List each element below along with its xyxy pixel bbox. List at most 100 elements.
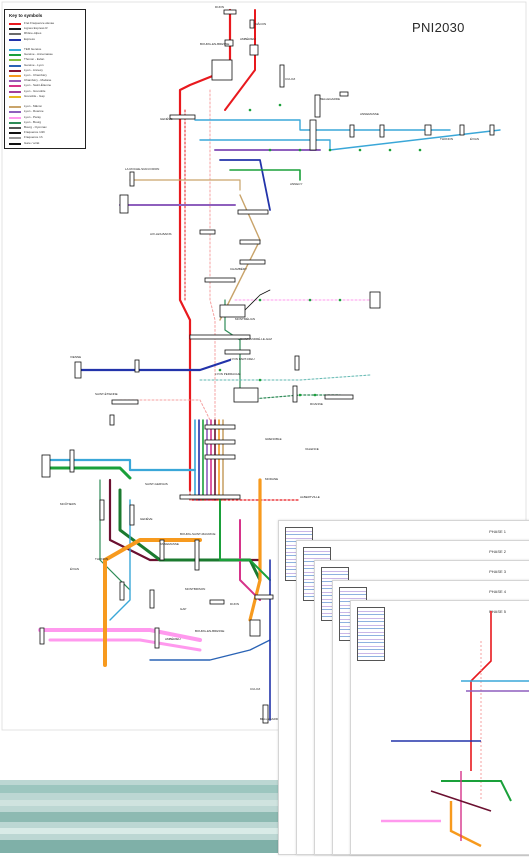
stop-dot — [314, 394, 317, 397]
station-marker[interactable] — [130, 505, 134, 525]
station-marker[interactable] — [205, 455, 235, 459]
station-marker[interactable] — [240, 260, 265, 264]
legend-row: Gare / arrêt — [9, 142, 83, 146]
station-marker[interactable] — [370, 292, 380, 308]
phase-sheet[interactable]: PHASE 5 — [350, 600, 529, 855]
station-marker[interactable] — [112, 400, 138, 404]
station-label: SAINT-ÉTIENNE — [95, 391, 118, 396]
station-label: ÉVIAN — [470, 136, 479, 141]
legend-row: Thonon - Evian — [9, 58, 83, 62]
station-marker[interactable] — [205, 440, 235, 444]
station-marker[interactable] — [250, 20, 254, 28]
legend-label: Lyon - Grenoble — [24, 89, 45, 93]
station-marker[interactable] — [75, 362, 81, 378]
station-label: BOURG-EN-BRESSE — [200, 42, 229, 46]
legend-swatch — [9, 122, 21, 124]
station-marker[interactable] — [205, 425, 235, 429]
stop-dot — [309, 299, 312, 302]
legend-swatch — [9, 23, 21, 25]
phase-sheet-title: PHASE 2 — [489, 549, 506, 554]
legend-label: Grenoble - Gap — [24, 94, 45, 98]
station-marker[interactable] — [234, 388, 258, 402]
station-marker[interactable] — [170, 115, 195, 119]
legend-label: Fréquence 1h — [24, 135, 43, 139]
stop-dot — [299, 394, 302, 397]
station-marker[interactable] — [210, 600, 224, 604]
legend-label: Lyon - Saint-Étienne — [24, 83, 51, 87]
station-marker[interactable] — [280, 65, 284, 87]
legend-row: Rhône-Alpes — [9, 32, 83, 36]
station-marker[interactable] — [295, 356, 299, 370]
station-marker[interactable] — [100, 500, 104, 520]
station-marker[interactable] — [205, 278, 235, 282]
legend-swatch — [9, 106, 21, 108]
legend-swatch — [9, 137, 21, 139]
stop-dot — [389, 149, 392, 152]
station-marker[interactable] — [225, 350, 250, 354]
legend-label: Genève - Annemasse — [24, 52, 53, 56]
legend-label: Express — [24, 37, 35, 41]
station-label: ÉVIAN — [70, 566, 79, 571]
station-marker[interactable] — [110, 415, 114, 425]
station-marker[interactable] — [220, 305, 245, 317]
station-label: DIJON — [215, 5, 224, 9]
station-label: THONON — [440, 137, 453, 141]
station-marker[interactable] — [212, 60, 232, 80]
station-label: AMBÉRIEU — [240, 36, 256, 41]
stop-dot — [259, 299, 262, 302]
station-marker[interactable] — [325, 395, 353, 399]
station-marker[interactable] — [120, 195, 128, 213]
station-marker[interactable] — [250, 620, 260, 636]
station-label: ANNECY — [290, 182, 303, 186]
station-marker[interactable] — [224, 10, 236, 14]
station-marker[interactable] — [150, 590, 154, 608]
station-marker[interactable] — [293, 386, 297, 402]
station-marker[interactable] — [380, 125, 384, 137]
legend-row: Genève - Lyon — [9, 64, 83, 68]
station-label: GAP — [180, 607, 186, 611]
legend-row: Grenoble - Gap — [9, 95, 83, 99]
legend-label: Lyon - Paray — [24, 115, 41, 119]
station-marker[interactable] — [240, 240, 260, 244]
station-marker[interactable] — [40, 628, 44, 644]
legend-box: Key to symbols Fret Fréquence élevéeLign… — [4, 9, 86, 149]
legend-label: Lignes Express R — [24, 26, 48, 30]
station-marker[interactable] — [490, 125, 494, 135]
legend-label: TER Genève — [24, 47, 41, 51]
legend-row: Fréquence 1h — [9, 136, 83, 140]
station-marker[interactable] — [310, 120, 316, 150]
legend-label: Lyon - Mâcon — [24, 104, 42, 108]
legend-swatch — [9, 101, 21, 103]
station-marker[interactable] — [200, 230, 215, 234]
station-label: CULOZ — [285, 77, 295, 81]
stop-dot — [339, 299, 342, 302]
station-marker[interactable] — [425, 125, 431, 135]
legend-swatch — [9, 85, 21, 87]
legend-swatch — [9, 127, 21, 129]
legend-label: Lyon - Roanne — [24, 109, 44, 113]
legend-swatch — [9, 33, 21, 35]
station-marker[interactable] — [130, 172, 134, 186]
legend-label: Bourg - Oyonnax — [24, 125, 47, 129]
phase-sheet-title: PHASE 4 — [489, 589, 506, 594]
station-marker[interactable] — [250, 45, 258, 55]
station-marker[interactable] — [350, 125, 354, 137]
station-marker[interactable] — [340, 92, 348, 96]
station-marker[interactable] — [42, 455, 50, 477]
legend-label: Chambéry - Modane — [24, 78, 51, 82]
station-marker[interactable] — [120, 582, 124, 600]
station-marker[interactable] — [238, 210, 268, 214]
station-marker[interactable] — [135, 360, 139, 372]
station-marker[interactable] — [195, 540, 199, 570]
legend-row: Lignes Express R — [9, 27, 83, 31]
legend-swatch — [9, 117, 21, 119]
station-label: VIENNE — [70, 355, 81, 359]
legend-swatch — [9, 143, 21, 145]
station-marker[interactable] — [155, 628, 159, 648]
legend-swatch — [9, 91, 21, 93]
station-marker[interactable] — [460, 125, 464, 135]
station-marker[interactable] — [255, 595, 273, 599]
legend-swatch — [9, 44, 21, 46]
station-marker[interactable] — [70, 450, 74, 472]
station-marker[interactable] — [180, 495, 240, 499]
